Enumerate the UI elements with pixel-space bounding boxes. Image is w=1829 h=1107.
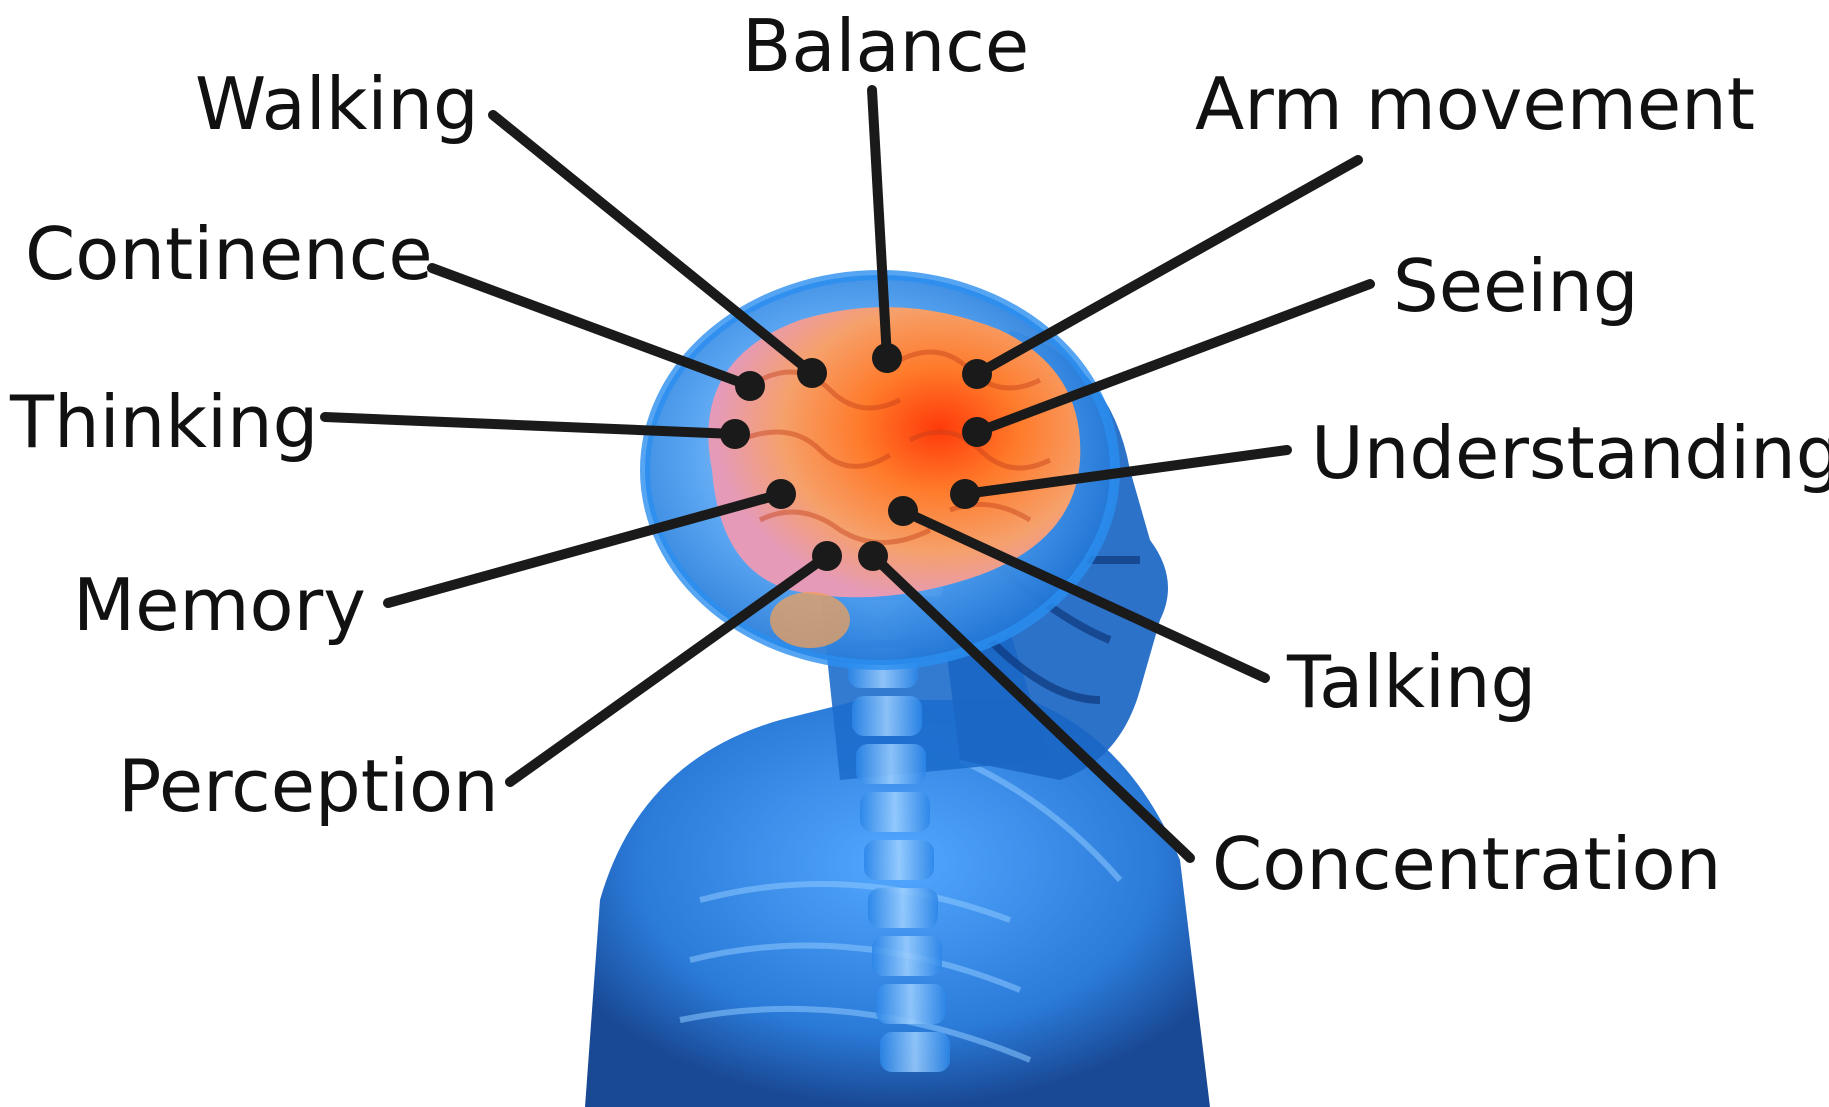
label-perception: Perception — [118, 750, 499, 822]
marker-continence — [735, 371, 765, 401]
marker-thinking — [720, 419, 750, 449]
label-memory: Memory — [73, 569, 366, 641]
leader-line-arm-movement — [977, 160, 1358, 374]
label-talking: Talking — [1287, 646, 1536, 718]
label-walking: Walking — [195, 68, 479, 140]
label-thinking: Thinking — [10, 386, 318, 458]
label-concentration: Concentration — [1212, 828, 1721, 900]
label-seeing: Seeing — [1393, 250, 1639, 322]
label-understanding: Understanding — [1311, 417, 1829, 489]
marker-arm-movement — [962, 359, 992, 389]
marker-memory — [766, 479, 796, 509]
label-arm-movement: Arm movement — [1195, 68, 1755, 140]
marker-seeing — [962, 417, 992, 447]
marker-understanding — [950, 479, 980, 509]
marker-perception — [812, 541, 842, 571]
marker-balance — [872, 343, 902, 373]
label-balance: Balance — [742, 10, 1029, 82]
leader-line-walking — [493, 115, 812, 373]
label-continence: Continence — [25, 218, 433, 290]
marker-talking — [888, 496, 918, 526]
cerebellum-shape — [770, 592, 850, 648]
marker-walking — [797, 358, 827, 388]
marker-concentration — [858, 541, 888, 571]
